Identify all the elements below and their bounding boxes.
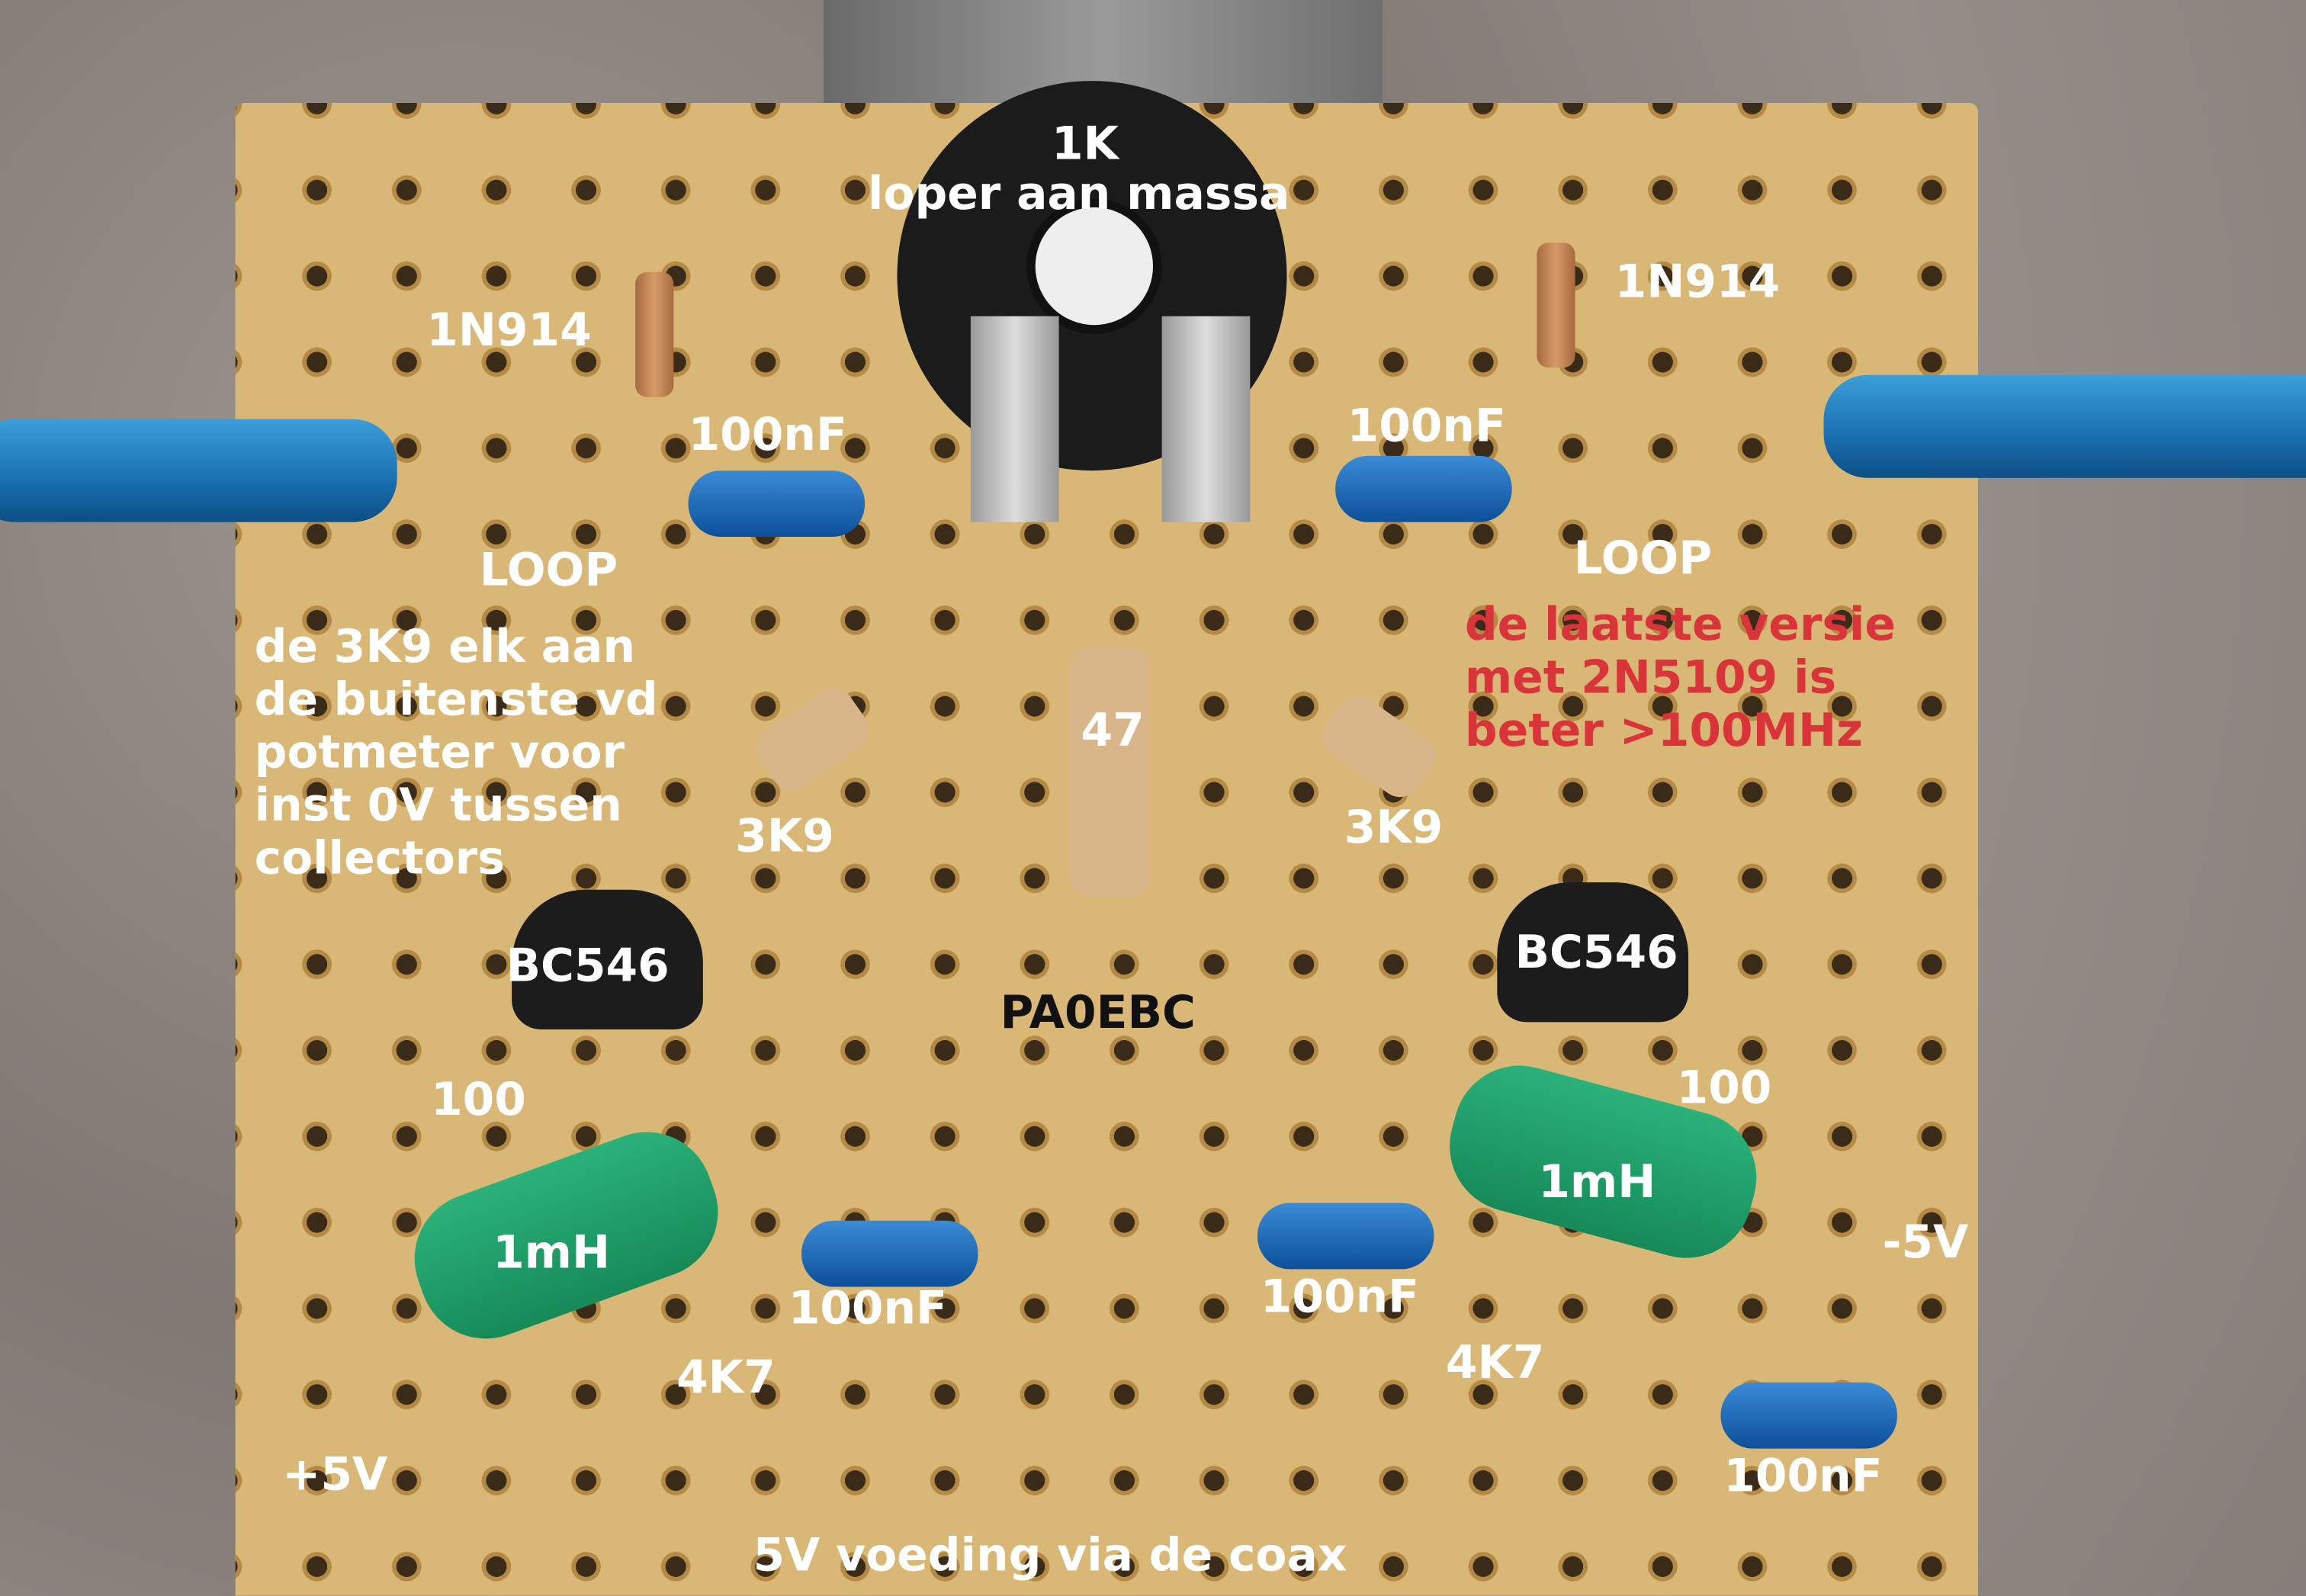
label-loop-right: LOOP <box>1573 532 1713 586</box>
note-red: de laatste versie met 2N5109 is beter >1… <box>1465 599 1896 757</box>
label-res-47: 47 <box>1081 704 1145 758</box>
label-cap: 100nF <box>788 1282 947 1336</box>
capacitor <box>801 1220 978 1287</box>
label-res-4k7-left: 4K7 <box>676 1351 776 1405</box>
pot-leg <box>1161 316 1251 522</box>
diode-right <box>1537 242 1575 368</box>
label-callsign: PA0EBC <box>1000 987 1196 1040</box>
resistor-47 <box>1069 647 1151 898</box>
label-diode-right: 1N914 <box>1614 255 1781 310</box>
capacitor <box>1335 455 1512 522</box>
note-white: de 3K9 elk aan de buitenste vd potmeter … <box>255 621 658 885</box>
transistor-right <box>1497 882 1689 1023</box>
label-trans-right: BC546 <box>1514 926 1678 980</box>
note-line: beter >100MHz <box>1464 704 1863 758</box>
label-diode-left: 1N914 <box>426 304 592 358</box>
note-line: de buitenste vd <box>254 673 658 727</box>
note-line: met 2N5109 is <box>1464 651 1837 705</box>
note-line: de 3K9 elk aan <box>254 620 636 674</box>
label-res-100-right: 100 <box>1676 1061 1772 1115</box>
label-res-3k9-right: 3K9 <box>1344 801 1444 855</box>
label-res-100-left: 100 <box>431 1073 526 1127</box>
label-cap: 100nF <box>1347 400 1506 454</box>
loop-cable-left <box>0 419 397 522</box>
diode-left <box>635 271 674 397</box>
note-line: collectors <box>254 832 505 886</box>
label-minus5v: -5V <box>1882 1215 1969 1270</box>
label-coil-right: 1mH <box>1538 1155 1656 1209</box>
label-coil-left: 1mH <box>493 1226 611 1280</box>
capacitor <box>1720 1382 1897 1449</box>
label-plus5v: +5V <box>282 1448 388 1502</box>
label-res-4k7-right: 4K7 <box>1445 1337 1545 1390</box>
label-supply-note: 5V voeding via de coax <box>753 1529 1347 1583</box>
label-cap: 100nF <box>688 409 847 462</box>
note-line: de laatste versie <box>1464 598 1896 652</box>
note-line: inst 0V tussen <box>254 779 622 833</box>
capacitor <box>1257 1203 1434 1270</box>
pot-leg <box>970 316 1059 522</box>
label-res-3k9-left: 3K9 <box>735 810 834 864</box>
note-line: potmeter voor <box>254 726 625 780</box>
transistor-left <box>512 889 703 1030</box>
capacitor <box>688 470 866 537</box>
label-pot-value: 1K <box>1051 117 1119 171</box>
label-loop-left: LOOP <box>479 544 618 598</box>
label-cap: 100nF <box>1260 1270 1420 1324</box>
label-trans-left: BC546 <box>506 939 670 993</box>
label-pot-note: loper aan massa <box>867 167 1290 221</box>
loop-cable-right <box>1823 374 2306 478</box>
label-cap: 100nF <box>1723 1450 1883 1504</box>
